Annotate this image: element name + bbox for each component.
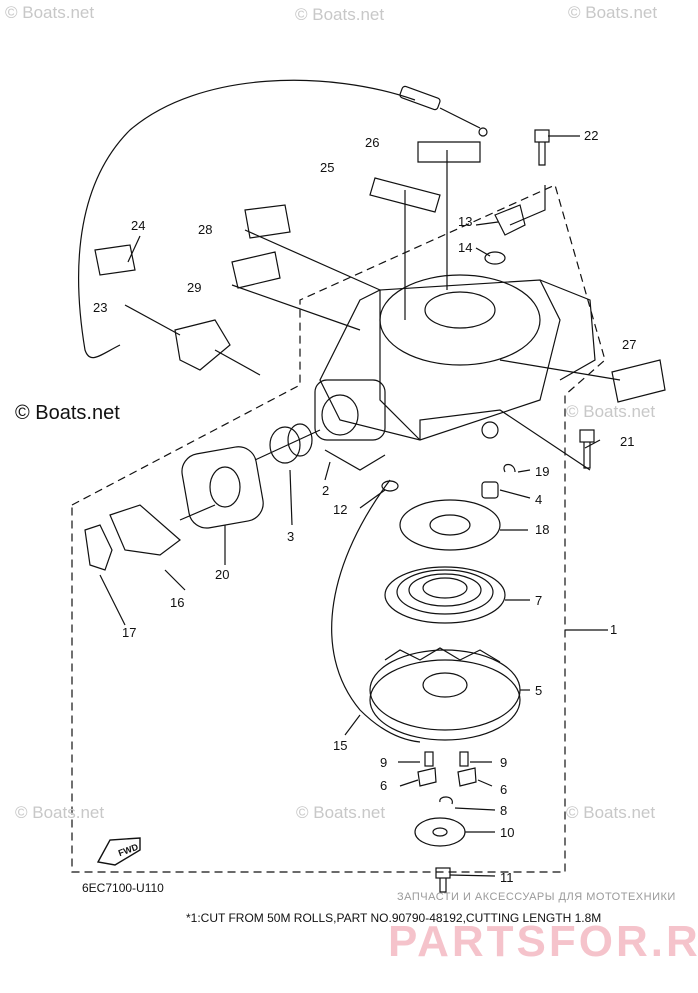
callout-13: 13 (458, 214, 473, 229)
shop-tagline: ЗАПЧАСТИ И АКСЕССУАРЫ ДЛЯ МОТОТЕХНИКИ (397, 891, 676, 903)
pawl-6-right (457, 767, 477, 787)
callout-12: 12 (333, 502, 348, 517)
callout-22: 22 (584, 128, 599, 143)
spring-14 (484, 251, 506, 265)
shop-logo: PARTSFOR.RU (388, 917, 698, 966)
starter-housing (319, 274, 596, 471)
callout-8: 8 (500, 803, 508, 818)
callout-9-left: 9 (380, 755, 388, 770)
collar-4 (481, 481, 499, 499)
rope-guide-2 (314, 379, 386, 471)
callout-3: 3 (287, 529, 295, 544)
clip-19 (503, 463, 516, 473)
watermark: © Boats.net (5, 3, 95, 22)
callout-28: 28 (198, 222, 213, 237)
callout-1: 1 (610, 622, 618, 637)
clip-8 (439, 796, 453, 805)
callout-27: 27 (622, 337, 637, 352)
callout-29: 29 (187, 280, 202, 295)
label-25-plate (369, 177, 441, 213)
bolt-11 (435, 867, 451, 893)
callout-6-right: 6 (500, 782, 508, 797)
label-27-plate (611, 359, 666, 403)
bolt-21 (579, 429, 595, 469)
callout-4: 4 (535, 492, 543, 507)
callout-17: 17 (122, 625, 137, 640)
lever-13 (494, 204, 526, 236)
watermark: © Boats.net (296, 803, 386, 822)
callout-14: 14 (458, 240, 473, 255)
starter-rope-15 (331, 479, 421, 743)
callout-6-left: 6 (380, 778, 388, 793)
drive-plate-10 (414, 817, 466, 847)
callout-16: 16 (170, 595, 185, 610)
starter-handle-16 (109, 504, 216, 556)
cable-clamp-24 (94, 244, 136, 276)
watermark: © Boats.net (566, 803, 656, 822)
grommet-3 (254, 423, 321, 464)
callout-23: 23 (93, 300, 108, 315)
spring-9-left (424, 751, 434, 767)
callout-2: 2 (322, 483, 330, 498)
callout-7: 7 (535, 593, 543, 608)
clip-17 (84, 524, 113, 571)
fwd-arrow (96, 837, 141, 866)
callout-11: 11 (500, 870, 514, 885)
callout-15: 15 (333, 738, 348, 753)
pawl-6-left (417, 767, 437, 787)
diagram-code: 6EC7100-U110 (82, 881, 164, 895)
callout-20: 20 (215, 567, 230, 582)
spiral-spring-7 (384, 566, 506, 624)
spring-cover-18 (399, 499, 501, 551)
callout-24: 24 (131, 218, 146, 233)
watermark: © Boats.net (295, 5, 385, 24)
callout-25: 25 (320, 160, 335, 175)
label-28-plate (244, 204, 291, 239)
callout-5: 5 (535, 683, 543, 698)
watermark: © Boats.net (15, 402, 120, 424)
footnote: *1:CUT FROM 50M ROLLS,PART NO.90790-4819… (186, 911, 602, 925)
label-29-plate (231, 251, 281, 289)
watermark: © Boats.net (15, 803, 105, 822)
callout-21: 21 (620, 434, 635, 449)
spring-9-right (459, 751, 469, 767)
assembly-boundary (71, 184, 606, 873)
callout-26: 26 (365, 135, 380, 150)
handle-grip-20 (181, 446, 264, 529)
switch-assembly (174, 319, 261, 376)
control-cable (78, 79, 416, 359)
callout-9-right: 9 (500, 755, 508, 770)
bolt-22 (534, 129, 580, 166)
cable-end (399, 85, 488, 137)
watermark: © Boats.net (566, 402, 656, 421)
label-26-plate (417, 141, 481, 163)
pulley-5 (369, 647, 521, 741)
callout-19: 19 (535, 464, 550, 479)
watermark: © Boats.net (568, 3, 658, 22)
callout-18: 18 (535, 522, 550, 537)
callout-10: 10 (500, 825, 515, 840)
